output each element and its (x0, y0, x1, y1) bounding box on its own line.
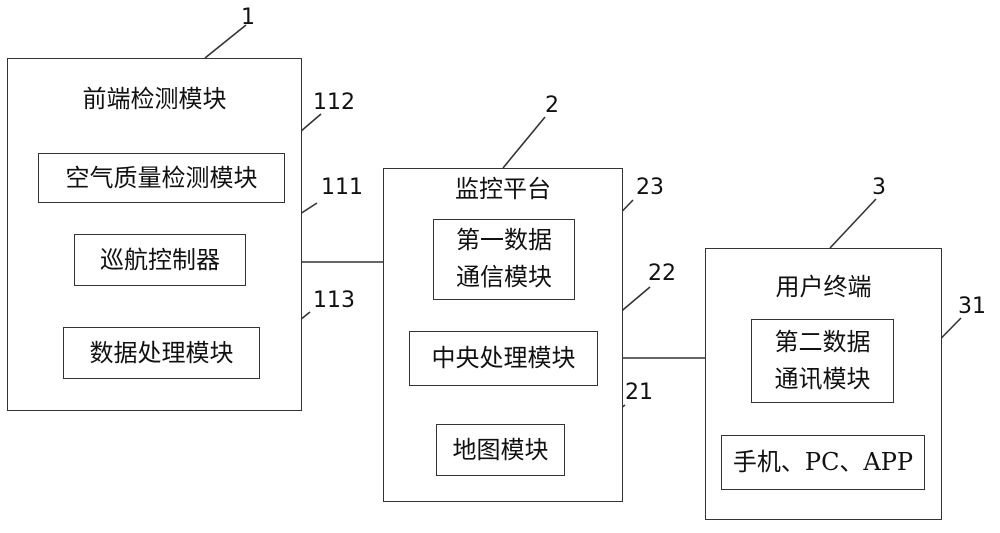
first-comm-module-line1: 第一数据 (456, 226, 552, 254)
monitoring-platform-title: 监控平台 (455, 175, 551, 203)
data-processing-module-box (63, 327, 260, 379)
ref-number-111: 111 (321, 175, 363, 200)
second-comm-module-box (751, 319, 894, 403)
ref-number-21: 21 (625, 380, 653, 405)
air-quality-module-label: 空气质量检测模块 (65, 164, 258, 192)
leader-1 (204, 24, 247, 59)
first-comm-module-box (433, 219, 575, 300)
frontend-detection-title: 前端检测模块 (82, 85, 227, 113)
ref-number-3: 3 (872, 175, 886, 200)
data-processing-module-label: 数据处理模块 (89, 339, 234, 367)
ref-number-113: 113 (313, 288, 355, 313)
ref-number-1: 1 (241, 5, 255, 30)
ref-number-23: 23 (636, 175, 664, 200)
second-comm-module-line1: 第二数据 (774, 328, 871, 356)
ref-number-2: 2 (545, 93, 559, 118)
leader-2 (502, 116, 546, 169)
map-module-label: 地图模块 (452, 436, 549, 464)
second-comm-module-line2: 通讯模块 (774, 365, 871, 393)
first-comm-module-line2: 通信模块 (456, 263, 552, 291)
map-module-box (436, 424, 565, 476)
central-processing-module-box (409, 331, 598, 386)
cruise-controller-label: 巡航控制器 (100, 246, 220, 274)
user-terminal-title: 用户终端 (775, 273, 872, 301)
ref-number-31: 31 (958, 294, 986, 319)
ref-number-112: 112 (313, 90, 355, 115)
cruise-controller-box (74, 234, 246, 286)
devices-label: 手机、PC、APP (732, 448, 914, 476)
central-processing-module-label: 中央处理模块 (431, 344, 576, 372)
air-quality-module-box (38, 153, 285, 203)
devices-box (721, 435, 925, 490)
leader-3 (829, 198, 877, 249)
ref-number-22: 22 (648, 261, 676, 286)
